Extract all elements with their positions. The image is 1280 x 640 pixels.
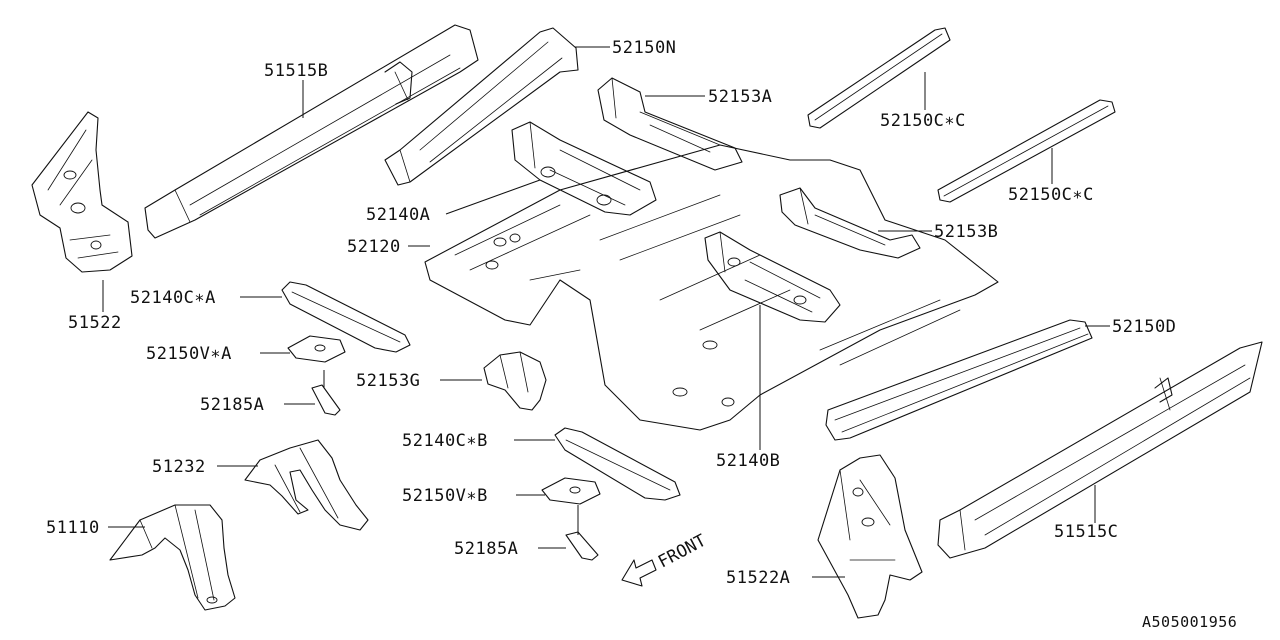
front-arrow-icon	[621, 559, 657, 587]
part-52185A-2	[565, 531, 599, 561]
part-52140B	[704, 231, 841, 323]
label-51232: 51232	[152, 457, 206, 477]
label-52150C-C-1: 52150C∗C	[880, 111, 966, 131]
part-52153A	[597, 77, 743, 171]
label-52185A-2: 52185A	[454, 539, 518, 559]
part-52140C-A	[281, 281, 411, 353]
label-52140A: 52140A	[366, 205, 430, 225]
label-51522A: 51522A	[726, 568, 790, 588]
label-52140C-A: 52140C∗A	[130, 288, 216, 308]
part-52185A-1	[311, 384, 341, 416]
part-52150C-2	[937, 99, 1116, 203]
part-51515C	[937, 341, 1263, 559]
label-52153A: 52153A	[708, 87, 772, 107]
label-52153G: 52153G	[356, 371, 420, 391]
part-52153B	[779, 187, 921, 259]
diagram-code: A505001956	[1142, 613, 1237, 631]
part-52150C-1	[807, 27, 951, 129]
leader-lines	[102, 46, 1110, 578]
part-51232	[244, 439, 369, 531]
label-52150D: 52150D	[1112, 317, 1176, 337]
part-52150V-B	[541, 477, 601, 505]
label-51515C: 51515C	[1054, 522, 1118, 542]
label-52153B: 52153B	[934, 222, 998, 242]
label-52150V-A: 52150V∗A	[146, 344, 232, 364]
part-52150N	[384, 27, 579, 186]
label-51110: 51110	[46, 518, 100, 538]
part-52150D	[825, 319, 1093, 441]
label-52185A-1: 52185A	[200, 395, 264, 415]
part-51515B	[144, 24, 479, 239]
front-label: FRONT	[655, 531, 710, 573]
part-52140A	[511, 121, 657, 216]
label-52140B: 52140B	[716, 451, 780, 471]
label-51515B: 51515B	[264, 61, 328, 81]
label-52150N: 52150N	[612, 38, 676, 58]
part-51522	[31, 111, 133, 273]
label-52120: 52120	[347, 237, 401, 257]
part-51110	[109, 504, 236, 611]
part-52150V-A	[287, 335, 346, 363]
label-51522: 51522	[68, 313, 122, 333]
part-51522A	[817, 454, 923, 619]
label-52140C-B: 52140C∗B	[402, 431, 488, 451]
label-52150V-B: 52150V∗B	[402, 486, 488, 506]
part-52153G	[483, 351, 547, 411]
part-52120	[424, 144, 999, 431]
label-52150C-C-2: 52150C∗C	[1008, 185, 1094, 205]
part-52140C-B	[554, 427, 681, 501]
